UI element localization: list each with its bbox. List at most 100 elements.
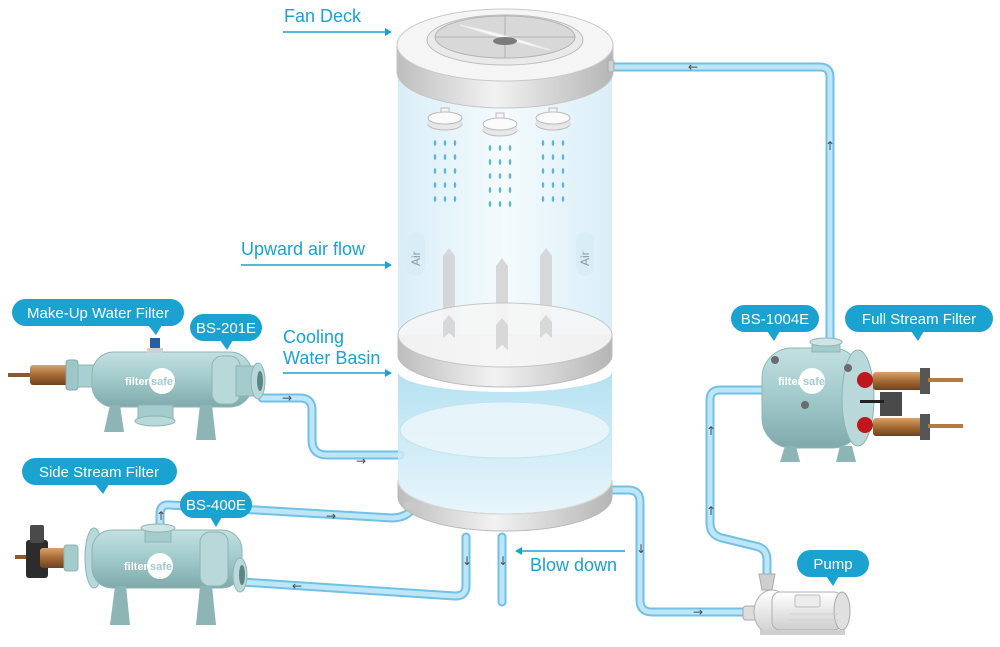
fill-deck <box>397 302 613 388</box>
water-droplet <box>433 154 437 160</box>
callout-bs1004e: BS-1004E <box>731 305 819 341</box>
callout-bs400e: BS-400E <box>180 491 252 527</box>
water-droplet <box>443 140 447 146</box>
water-droplet <box>433 168 437 174</box>
water-droplet <box>561 154 565 160</box>
air-tag-right: Air <box>576 232 594 276</box>
water-droplet <box>498 187 502 193</box>
full-stream-filter: filter safe <box>761 337 963 462</box>
water-droplet <box>453 154 457 160</box>
brand-text: safe <box>151 376 173 388</box>
pipe-pump-to-fullstream <box>705 385 772 583</box>
water-droplet <box>453 168 457 174</box>
fan-deck <box>396 8 615 109</box>
water-droplet <box>541 168 545 174</box>
water-droplet <box>551 182 555 188</box>
callout-bs201e: BS-201E <box>190 314 262 350</box>
brand-text: filter <box>778 376 803 388</box>
flow-arrow-left: ← <box>292 579 302 593</box>
air-tag-label: Air <box>409 251 423 266</box>
water-droplet <box>551 168 555 174</box>
flow-arrow-up: ↑ <box>156 509 166 523</box>
callout-pump: Pump <box>797 550 869 586</box>
callout-label: Make-Up Water Filter <box>27 305 169 322</box>
flow-arrow-left: ← <box>688 60 698 74</box>
make-up-water-filter: filter safe <box>8 338 266 440</box>
water-droplet <box>498 145 502 151</box>
fan-deck-label: Fan Deck <box>284 6 362 26</box>
water-droplet <box>488 187 492 193</box>
flow-arrow-up: ↑ <box>706 504 716 518</box>
pipe-basin-to-pump <box>607 485 750 617</box>
water-droplet <box>453 140 457 146</box>
water-droplet <box>498 201 502 207</box>
water-droplet <box>508 187 512 193</box>
water-droplet <box>508 159 512 165</box>
water-droplet <box>551 140 555 146</box>
water-droplet <box>508 201 512 207</box>
blow-down-label: Blow down <box>530 555 617 575</box>
spray-nozzle <box>535 107 571 131</box>
water-droplet <box>541 182 545 188</box>
callout-label: Full Stream Filter <box>862 311 976 328</box>
air-tag-left: Air <box>407 232 425 276</box>
spray-nozzles <box>427 107 571 137</box>
label-fan-deck: Fan Deck <box>283 6 392 36</box>
callout-full-stream-filter: Full Stream Filter <box>845 305 993 341</box>
water-droplet <box>498 159 502 165</box>
pump <box>742 573 851 635</box>
spray-nozzle <box>427 107 463 131</box>
water-droplet <box>561 140 565 146</box>
water-droplet <box>453 182 457 188</box>
water-droplet <box>433 182 437 188</box>
brand-text: filter <box>124 561 149 573</box>
flow-arrow-right: → <box>693 605 703 619</box>
air-tag-label: Air <box>578 251 592 266</box>
cooling-water-basin-label-line2: Water Basin <box>283 348 380 368</box>
water-droplet <box>508 145 512 151</box>
brand-text: safe <box>150 561 172 573</box>
brand-text: safe <box>803 376 825 388</box>
flow-arrow-up: ↑ <box>825 139 835 153</box>
pipe-makeup-to-basin <box>257 393 405 460</box>
spray-nozzle <box>482 112 518 137</box>
cooling-tower: Air Air <box>396 8 615 532</box>
water-droplet <box>508 173 512 179</box>
flow-arrow-down: ↓ <box>462 554 472 568</box>
water-droplet <box>433 140 437 146</box>
cooling-water-basin-label-line1: Cooling <box>283 327 344 347</box>
flow-arrow-down: ↓ <box>636 542 646 556</box>
flow-arrow-right: → <box>356 454 366 468</box>
water-droplet <box>541 196 545 202</box>
callout-label: BS-400E <box>186 497 246 514</box>
callout-make-up-water-filter: Make-Up Water Filter <box>12 299 184 335</box>
water-droplet <box>443 154 447 160</box>
filtersafe-logo <box>149 368 175 394</box>
water-droplet <box>488 159 492 165</box>
water-droplet <box>488 201 492 207</box>
water-droplet <box>443 182 447 188</box>
label-cooling-water-basin: Cooling Water Basin <box>283 327 392 377</box>
water-droplet <box>443 196 447 202</box>
water-droplet <box>551 196 555 202</box>
brand-text: filter <box>125 376 150 388</box>
water-droplet <box>433 196 437 202</box>
flow-arrow-right: → <box>282 391 292 405</box>
callout-side-stream-filter: Side Stream Filter <box>22 458 177 494</box>
callout-label: Pump <box>813 556 852 573</box>
label-blow-down: Blow down <box>515 547 625 575</box>
fan-hub <box>493 37 517 45</box>
water-droplet <box>488 173 492 179</box>
flow-arrow-up: ↑ <box>706 424 716 438</box>
filtersafe-logo <box>799 368 825 394</box>
water-droplet <box>561 196 565 202</box>
water-droplet <box>488 145 492 151</box>
water-droplet <box>561 168 565 174</box>
cooling-water-basin <box>397 372 613 532</box>
flow-arrow-down: ↓ <box>498 554 508 568</box>
water-droplet <box>498 173 502 179</box>
side-stream-filter: filter safe <box>15 523 248 625</box>
water-droplet <box>551 154 555 160</box>
water-droplet <box>561 182 565 188</box>
